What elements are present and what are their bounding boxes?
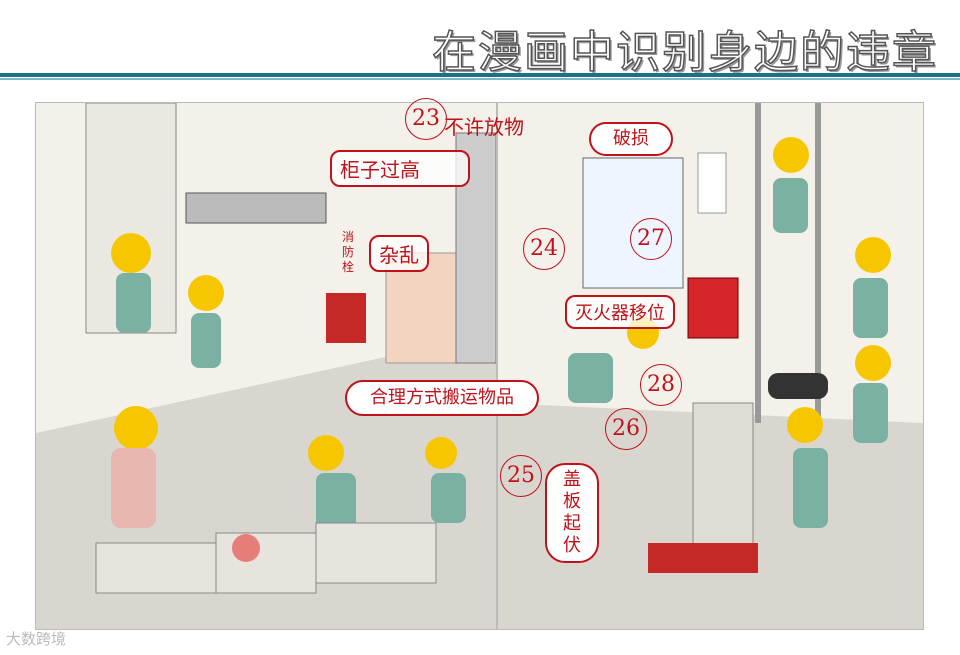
label-cover-uneven: 盖板起伏 <box>545 463 599 563</box>
number-28: 28 <box>640 364 682 406</box>
label-clutter: 杂乱 <box>369 235 429 272</box>
number-25: 25 <box>500 455 542 497</box>
label-broken: 破损 <box>589 122 673 156</box>
number-23-badge: 23 <box>405 98 447 140</box>
label-proper-carry: 合理方式搬运物品 <box>345 380 539 416</box>
number-27: 27 <box>630 218 672 260</box>
label-no-place: 不许放物 <box>444 115 524 139</box>
number-23: 23 <box>405 98 447 140</box>
label-cabinet-high: 柜子过高 <box>330 150 470 187</box>
right-illustration <box>498 103 923 629</box>
page-title: 在漫画中识别身边的违章 <box>431 26 938 79</box>
number-24: 24 <box>523 228 565 270</box>
label-hydrant: 消防栓 <box>342 230 355 274</box>
comic-left-panel <box>35 102 497 630</box>
label-extinguisher-moved: 灭火器移位 <box>565 295 675 329</box>
watermark: 大数跨境 <box>6 630 67 648</box>
number-26: 26 <box>605 408 647 450</box>
header-subrule <box>0 78 960 80</box>
header-rule <box>0 73 960 77</box>
left-illustration <box>36 103 496 629</box>
